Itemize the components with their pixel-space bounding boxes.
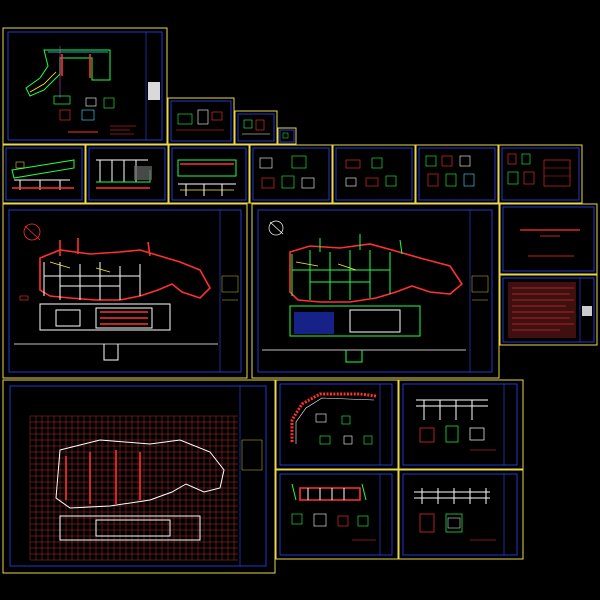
sheet-frame-detail-1[interactable] (398, 379, 524, 470)
sheet-section-3[interactable] (415, 144, 499, 204)
sheet-section-1[interactable] (249, 144, 333, 204)
sheet-frame-detail-2[interactable] (398, 469, 524, 560)
sheet-detail-a[interactable] (167, 97, 235, 145)
sheet-wall-detail[interactable] (275, 469, 399, 560)
sheet-elevation-2[interactable] (85, 144, 169, 204)
sheet-elevation-1[interactable] (2, 144, 86, 204)
north-arrow-icon (268, 220, 284, 236)
sheet-section-2[interactable] (332, 144, 416, 204)
roof-outline (25, 46, 111, 98)
sheet-notes-title[interactable] (499, 203, 598, 275)
sheet-floor-plan-green[interactable] (251, 203, 500, 379)
sheet-section-4[interactable] (498, 144, 583, 204)
small-details (53, 95, 136, 135)
north-arrow-icon (23, 223, 41, 241)
sheet-elevation-3[interactable] (168, 144, 250, 204)
sheet-plan-overview[interactable] (2, 27, 168, 145)
floor-plan-red-drawing (14, 238, 218, 361)
sheet-grid-plan[interactable] (2, 379, 276, 574)
grid-plan-drawing (55, 439, 225, 541)
sheet-notes-table[interactable] (499, 274, 598, 346)
sheet-curve-detail[interactable] (275, 379, 399, 470)
floor-plan-green-drawing (262, 234, 466, 363)
sheet-floor-plan-red[interactable] (2, 203, 248, 379)
sheet-detail-b[interactable] (234, 110, 278, 145)
sheet-detail-c[interactable] (277, 127, 297, 145)
